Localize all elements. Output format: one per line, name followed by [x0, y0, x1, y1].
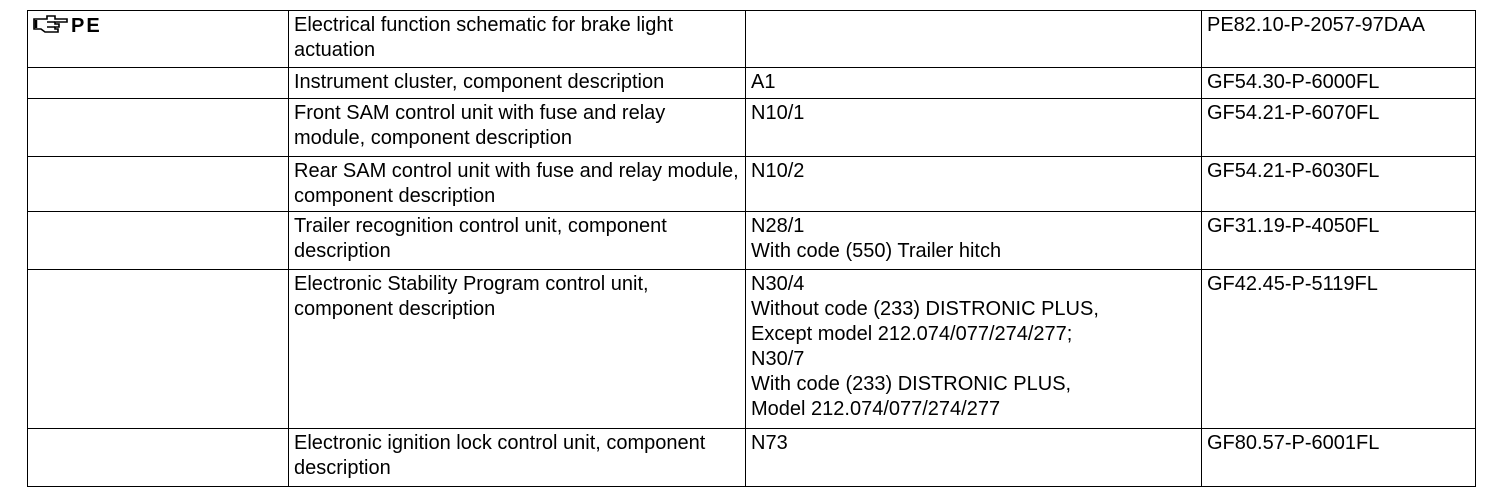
pointing-hand-icon	[33, 13, 69, 42]
reference-cell: GF31.19-P-4050FL	[1201, 211, 1476, 270]
description-cell: Electronic ignition lock control unit, c…	[288, 428, 746, 487]
table-row: Trailer recognition control unit, compon…	[27, 211, 1476, 270]
reference-cell: GF80.57-P-6001FL	[1201, 428, 1476, 487]
empty-cell	[27, 67, 289, 99]
component-cell: A1	[745, 67, 1202, 99]
component-condition: Model 212.074/077/274/277	[751, 398, 1001, 420]
table-row: PE Electrical function schematic for bra…	[27, 10, 1476, 68]
component-code: N10/2	[751, 160, 805, 182]
empty-cell	[27, 269, 289, 429]
reference-cell: PE82.10-P-2057-97DAA	[1201, 10, 1476, 68]
component-condition: With code (550) Trailer hitch	[751, 240, 1002, 262]
reference-table: PE Electrical function schematic for bra…	[27, 10, 1476, 487]
empty-cell	[27, 156, 289, 212]
pe-label: PE	[71, 15, 102, 37]
component-cell: N28/1 With code (550) Trailer hitch	[745, 211, 1202, 270]
table-row: Electronic Stability Program control uni…	[27, 269, 1476, 429]
component-code: N30/4	[751, 273, 805, 295]
reference-cell: GF42.45-P-5119FL	[1201, 269, 1476, 429]
component-cell: N30/4 Without code (233) DISTRONIC PLUS,…	[745, 269, 1202, 429]
component-code: N28/1	[751, 215, 805, 237]
component-cell: N10/1	[745, 98, 1202, 157]
empty-cell	[27, 98, 289, 157]
component-cell: N10/2	[745, 156, 1202, 212]
description-cell: Electronic Stability Program control uni…	[288, 269, 746, 429]
table-row: Electronic ignition lock control unit, c…	[27, 428, 1476, 487]
component-condition: Except model 212.074/077/274/277;	[751, 323, 1073, 345]
empty-cell	[27, 428, 289, 487]
reference-cell: GF54.30-P-6000FL	[1201, 67, 1476, 99]
component-code: N73	[751, 432, 788, 454]
component-code: A1	[751, 71, 776, 93]
reference-cell: GF54.21-P-6030FL	[1201, 156, 1476, 212]
table-row: Instrument cluster, component descriptio…	[27, 67, 1476, 99]
description-cell: Trailer recognition control unit, compon…	[288, 211, 746, 270]
table-row: Front SAM control unit with fuse and rel…	[27, 98, 1476, 157]
component-condition: Without code (233) DISTRONIC PLUS,	[751, 298, 1099, 320]
description-cell: Rear SAM control unit with fuse and rela…	[288, 156, 746, 212]
table-row: Rear SAM control unit with fuse and rela…	[27, 156, 1476, 212]
component-code: N30/7	[751, 348, 805, 370]
empty-cell	[27, 211, 289, 270]
description-cell: Instrument cluster, component descriptio…	[288, 67, 746, 99]
reference-cell: GF54.21-P-6070FL	[1201, 98, 1476, 157]
description-cell: Front SAM control unit with fuse and rel…	[288, 98, 746, 157]
component-condition: With code (233) DISTRONIC PLUS,	[751, 373, 1072, 395]
component-cell	[745, 10, 1202, 68]
pe-marker-cell: PE	[27, 10, 289, 68]
component-cell: N73	[745, 428, 1202, 487]
description-cell: Electrical function schematic for brake …	[288, 10, 746, 68]
component-code: N10/1	[751, 102, 805, 124]
